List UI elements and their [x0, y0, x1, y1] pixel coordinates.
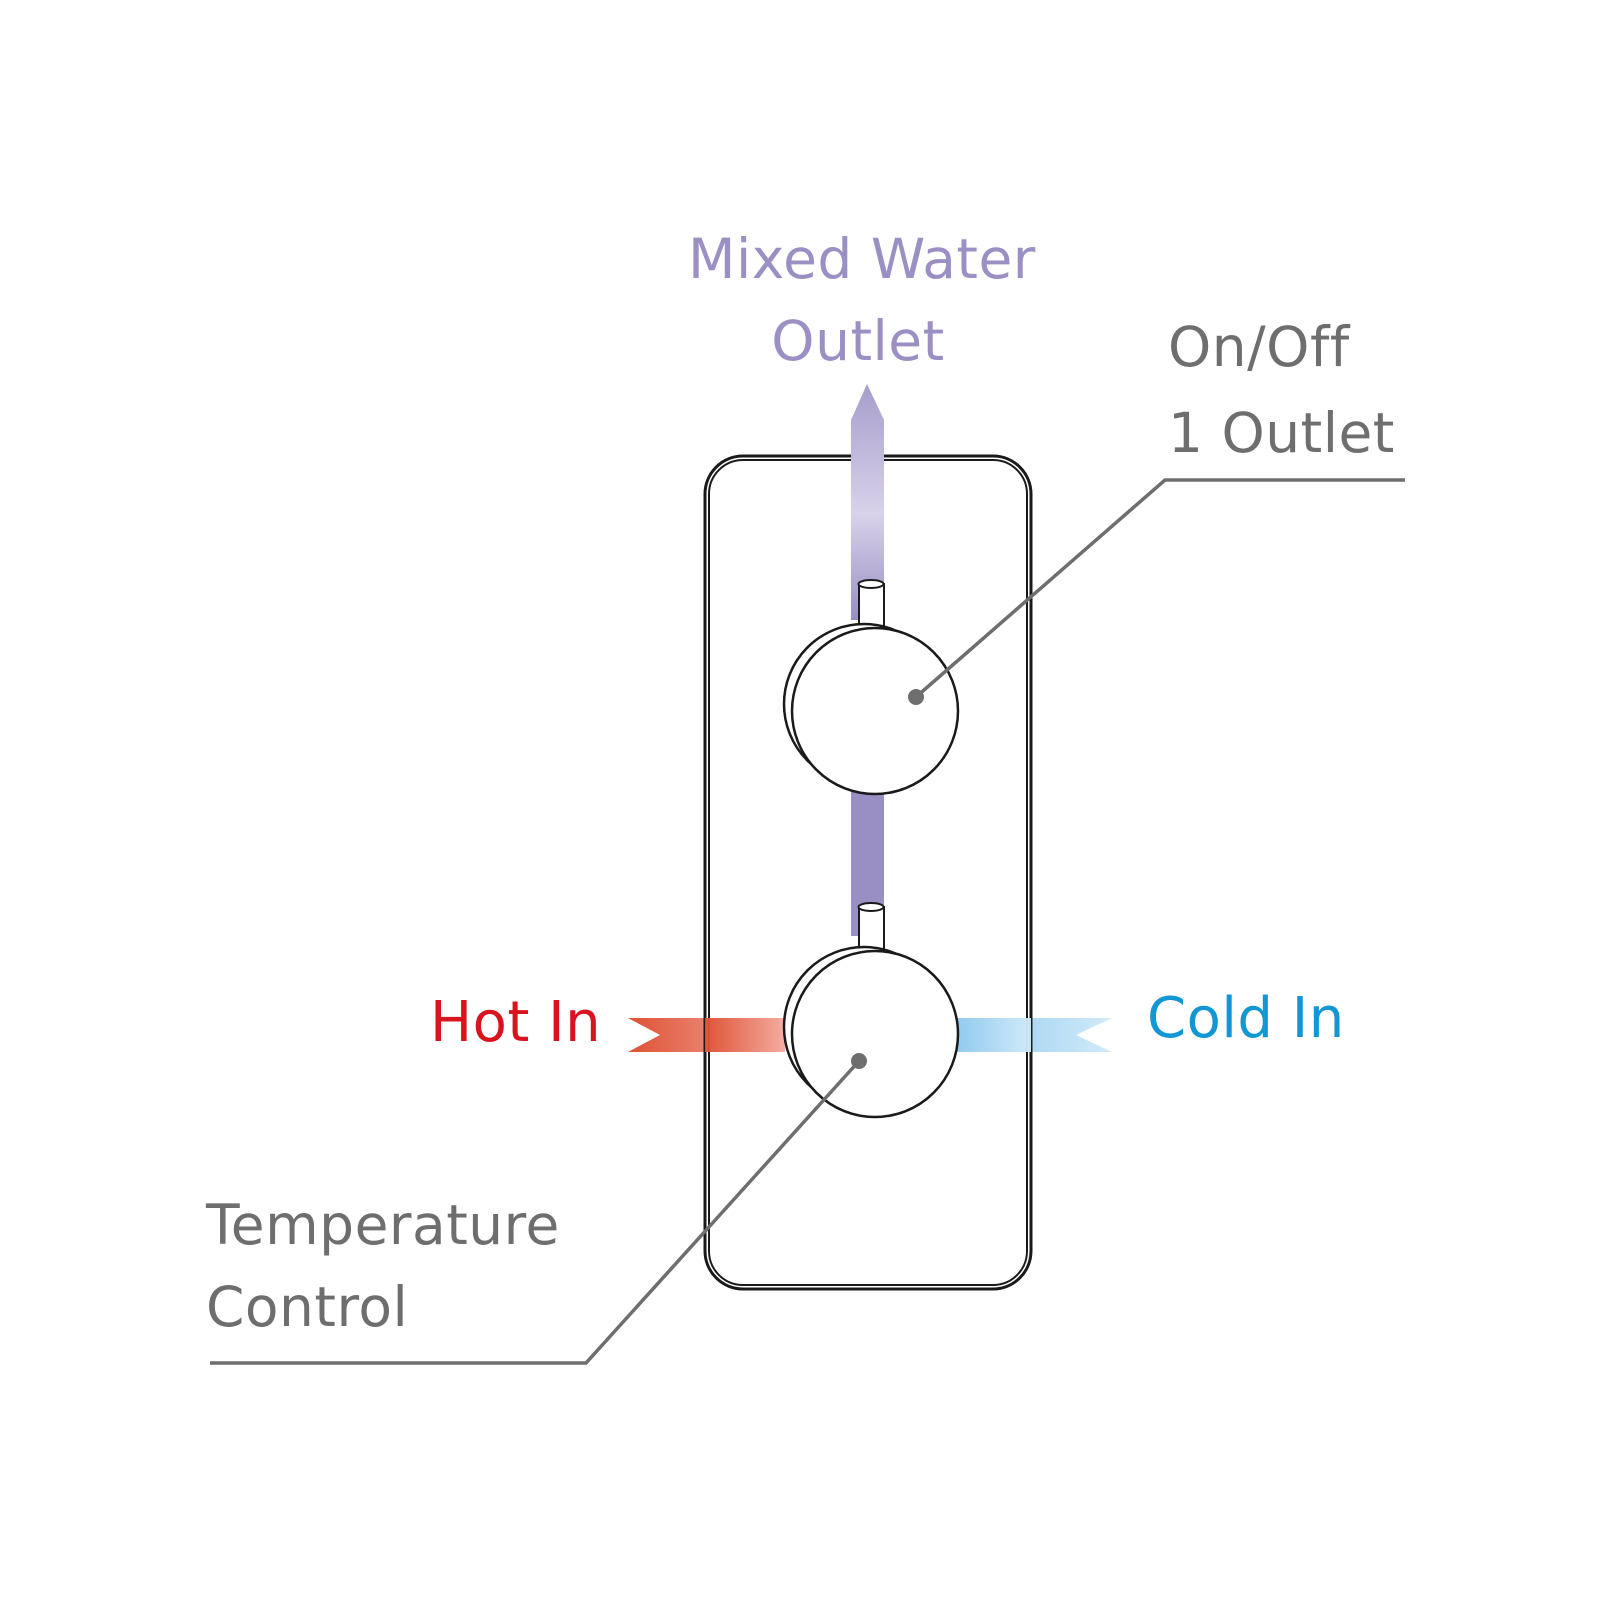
temperature-callout-line: [210, 1059, 861, 1365]
onoff-knob[interactable]: [782, 579, 960, 796]
mixed-water-label-line1: Mixed Water: [688, 227, 1036, 291]
mixed-water-outlet-label: Mixed Water Outlet: [688, 218, 1036, 382]
onoff-label-line2: 1 Outlet: [1168, 401, 1395, 465]
cold-inlet-arrow-inner: [950, 1018, 1031, 1052]
onoff-callout-line: [914, 478, 1405, 699]
temperature-control-label: Temperature Control: [206, 1184, 560, 1348]
mixed-water-label-line2: Outlet: [771, 309, 945, 373]
hot-inlet-arrow-inner: [705, 1018, 785, 1052]
onoff-label-line1: On/Off: [1168, 315, 1350, 379]
temperature-label-line1: Temperature: [206, 1193, 560, 1257]
onoff-label: On/Off 1 Outlet: [1168, 304, 1395, 476]
cold-in-label: Cold In: [1147, 986, 1345, 1051]
hot-in-label: Hot In: [430, 990, 602, 1055]
temperature-knob[interactable]: [782, 902, 960, 1119]
temperature-label-line2: Control: [206, 1275, 409, 1339]
